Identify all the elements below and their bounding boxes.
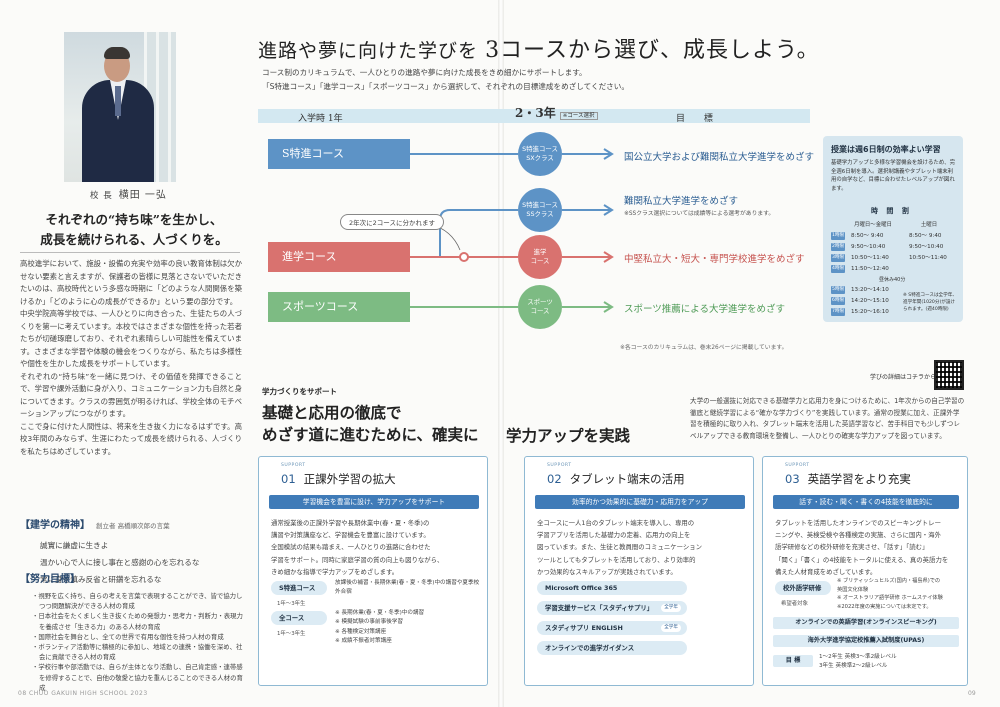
tag-studysapuri: 学習支援サービス「スタディサプリ」全学年 (537, 601, 687, 615)
support-intro: 大学の一般選抜に対応できる基礎学力と応用力を身につけるために、1年次からの自己学… (690, 397, 965, 440)
list-item: ・国際社会を舞台とし、全ての世界で有用な個性を持つ人材の育成 (32, 632, 224, 641)
principal-name: 横田 一弘 (118, 190, 167, 201)
principal-motto: それぞれの“持ち味”を生かし、 成長を続けられる、人づくりを。 (40, 212, 228, 247)
header-goal: 目 標 (676, 114, 721, 124)
page-title: 進路や夢に向けた学びを 3コースから選び、成長しよう。 (258, 38, 820, 63)
list-item: ・日本社会をたくましく生き抜くための発想力・思考力・判断力・表現力を養成させ「生… (32, 612, 243, 631)
goal-ss-note: ※SSクラス選択については成績等による選考があります。 (624, 211, 775, 217)
list-item: ・ボランティア活動等に積極的に参加し、地域との連携・協働を深め、社会に貢献できる… (32, 643, 243, 662)
upas-program: 海外大学進学協定校推薦入試制度(UPAS) (773, 635, 959, 647)
header-year23: 2・3年※コース選択 (515, 104, 598, 121)
list-item: ・学校行事や部活動では、自らが主体となり活動し、自己肯定感・連帯感を修得すること… (32, 663, 243, 692)
principal-message: 高校進学において、施設・設備の充実や効率の良い教育体制は欠かせない要素と言えます… (20, 259, 242, 456)
tag-s-tokushin: S特進コース (271, 581, 327, 595)
effort-goals: 【努力目標】 ・視野を広く持ち、自らの考えを言葉で表現することができ、皆で協力し… (20, 574, 243, 692)
tag-all-courses: 全コース (271, 611, 327, 625)
support-heading-2: 学力アップを実践 (506, 426, 631, 445)
tag-online-guidance: オンラインでの進学ガイダンス (537, 641, 687, 655)
support-heading: 基礎と応用の徹底で めざす道に進むために、確実に (262, 403, 479, 444)
list-item: ・視野を広く持ち、自らの考えを言葉で表現することができ、皆で協力しつつ問題解決が… (32, 592, 243, 611)
target-label: 目 標 (773, 655, 813, 667)
curriculum-note: ※各コースのカリキュラムは、巻末26ページに掲載しています。 (620, 345, 788, 351)
list-item: 誠實に謙虚に生きよ (40, 541, 109, 550)
page-footer-right: 09 (968, 690, 976, 697)
list-item: 常に身を慎み反省と研鑽を忘れるな (40, 575, 162, 584)
sports-bubble: スポーツコース (518, 285, 562, 329)
support-label: 学力づくりをサポート (262, 387, 337, 396)
course-header-bar (258, 109, 810, 123)
goal-ss: 難関私立大学進学をめざす (624, 196, 739, 207)
timetable-box: 授業は週6日制の効率よい学習 基礎学力アップと多様な学習機会を設けるため、完全週… (823, 136, 963, 322)
goal-sx: 国公立大学および難関私立大学進学をめざす (624, 152, 815, 163)
course-shingaku: 進学コース (268, 242, 410, 272)
split-note: 2年次に2コースに分かれます (340, 214, 444, 230)
course-intro: コース制のカリキュラムで、一人ひとりの進路や夢に向けた成長をきめ細かにサポートし… (262, 68, 629, 91)
header-year1: 入学時 1年 (298, 114, 343, 124)
list-item: 温かい心で人に接し事在と感謝の心を忘れるな (40, 558, 200, 567)
course-s-tokushin: S特進コース (268, 139, 410, 169)
shingaku-bubble: 進学コース (518, 235, 562, 279)
goal-sports: スポーツ推薦による大学進学をめざす (624, 304, 786, 315)
qr-label: 学びの詳細はコチラから！ (870, 374, 943, 381)
page-gutter (498, 0, 504, 707)
tag-language-training: 校外語学研修 (775, 581, 831, 595)
principal-caption: 校 長横田 一弘 (90, 190, 167, 201)
course-sports: スポーツコース (268, 292, 410, 322)
page-footer-left: 08 CHUO GAKUIN HIGH SCHOOL 2023 (18, 690, 148, 697)
online-english: オンラインでの英語学習(オンラインスピーキング) (773, 617, 959, 629)
goal-shingaku: 中堅私立大・短大・専門学校進学をめざす (624, 254, 805, 265)
principal-photo (64, 32, 176, 182)
tag-office365: Microsoft Office 365 (537, 581, 687, 595)
founding-spirit: 【建学の精神】創立者 高橋順次郎の言葉 誠實に謙虚に生きよ 温かい心で人に接し事… (20, 516, 242, 588)
divider (20, 252, 240, 253)
qr-code-icon[interactable] (934, 360, 964, 390)
